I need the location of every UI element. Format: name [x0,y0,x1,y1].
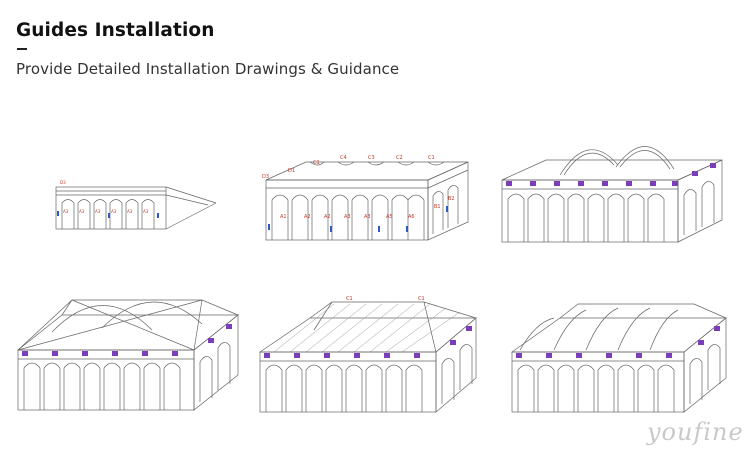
page-subtitle: Provide Detailed Installation Drawings &… [16,60,400,78]
drawing-step-3 [501,146,723,243]
brand-watermark: youfine [647,418,744,446]
title-underline [17,48,27,50]
svg-text:A3: A3 [111,209,117,214]
svg-text:A1: A1 [280,214,287,220]
svg-text:A3: A3 [127,209,133,214]
svg-text:C1: C1 [418,296,425,302]
svg-text:A3: A3 [364,214,371,220]
drawing-step-6 [510,303,727,413]
svg-text:B1: B1 [434,204,441,210]
svg-text:A3: A3 [143,209,149,214]
drawing-step-4 [16,299,240,411]
svg-text:D1: D1 [288,168,295,174]
page-title: Guides Installation [16,20,215,41]
drawing-step-1: D3 A3 A3 A3 A3 A3 A3 [55,180,217,230]
svg-text:D3: D3 [60,180,66,185]
svg-text:A2: A2 [304,214,311,220]
drawing-step-5: C1 C1 [258,296,477,413]
svg-text:C3: C3 [368,155,375,161]
svg-text:A5: A5 [386,214,393,220]
svg-text:A2: A2 [324,214,331,220]
svg-text:A3: A3 [95,209,101,214]
svg-text:C1: C1 [346,296,353,302]
svg-text:C2: C2 [396,155,403,161]
svg-text:A6: A6 [408,214,415,220]
svg-text:A3: A3 [63,209,69,214]
svg-text:B2: B2 [448,196,455,202]
svg-text:C1: C1 [313,160,320,166]
svg-text:D3: D3 [262,174,269,180]
svg-text:C4: C4 [340,155,347,161]
svg-text:A3: A3 [344,214,351,220]
svg-text:C1: C1 [428,155,435,161]
svg-text:A3: A3 [79,209,85,214]
